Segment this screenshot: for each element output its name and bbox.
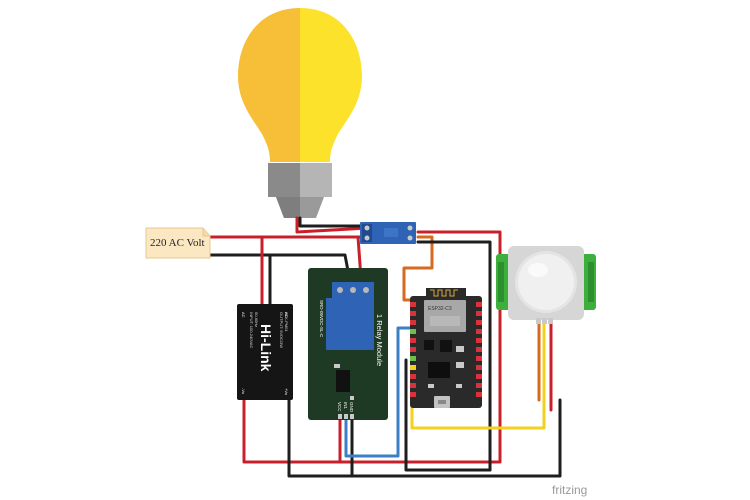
wire-blue-signal [344, 326, 412, 458]
hilink-body [237, 304, 293, 400]
pir-sensor [496, 246, 596, 324]
wire-black-relay-switch [416, 240, 492, 472]
bulb-glass-left [238, 8, 300, 162]
hilink-spec-2: 50-60Hz [254, 312, 259, 327]
hilink-brand: Hi-Link [258, 324, 274, 372]
mcu-right-pins [476, 302, 482, 397]
relay-switch [360, 222, 416, 244]
relay-module-label: 1 Relay Module [375, 314, 384, 366]
hilink-module: Hi-Link INPUT: 100-240VAC 50-60Hz OUTPUT… [237, 304, 293, 400]
wire-red-bulb-relay [295, 216, 370, 234]
ac-tag-body [145, 227, 211, 259]
wire-red-vout [242, 230, 502, 464]
relay-pin-in1: IN1 [343, 402, 348, 410]
hilink-spec-4: HLK-PM01 [284, 312, 289, 332]
bulb-base-light [300, 163, 332, 197]
fritzing-credit: fritzing [552, 483, 587, 497]
wire-black-mcu-gnd [404, 358, 492, 472]
relay-cube [326, 298, 374, 350]
relay-part-number: SRD-05VDC-SL-C [319, 300, 324, 338]
relay-pin-gnd: GND [349, 402, 354, 413]
ac-source-label: 220 AC Volt [150, 237, 205, 249]
hilink-spec-1: INPUT: 100-240VAC [249, 312, 254, 348]
light-bulb [238, 8, 362, 218]
hilink-vout-pos: +Vo [284, 388, 289, 396]
mcu-board: ESP32-C3 [410, 288, 482, 408]
relay-pin-vcc: VCC [337, 402, 342, 412]
wire-black-gnd [287, 396, 562, 478]
bulb-glass-right [300, 8, 362, 162]
relay-transistor [336, 370, 350, 392]
ac-source-tag: 220 AC Volt [145, 227, 211, 259]
hilink-spec-3: OUTPUT: 5VDC/3W [279, 312, 284, 348]
hilink-vout-neg: -Vo [241, 388, 246, 395]
hilink-ac-right: AC [284, 312, 289, 318]
mcu-chip-label: ESP32-C3 [428, 306, 452, 312]
hilink-ac-left: AC [241, 312, 246, 318]
relay-module: SRD-05VDC-SL-C 1 Relay Module VCC IN1 GN… [308, 268, 388, 420]
bulb-base-dark [268, 163, 300, 197]
wires [208, 216, 562, 478]
wire-orange-signal [402, 235, 434, 302]
wire-black-relay-common [298, 216, 364, 228]
